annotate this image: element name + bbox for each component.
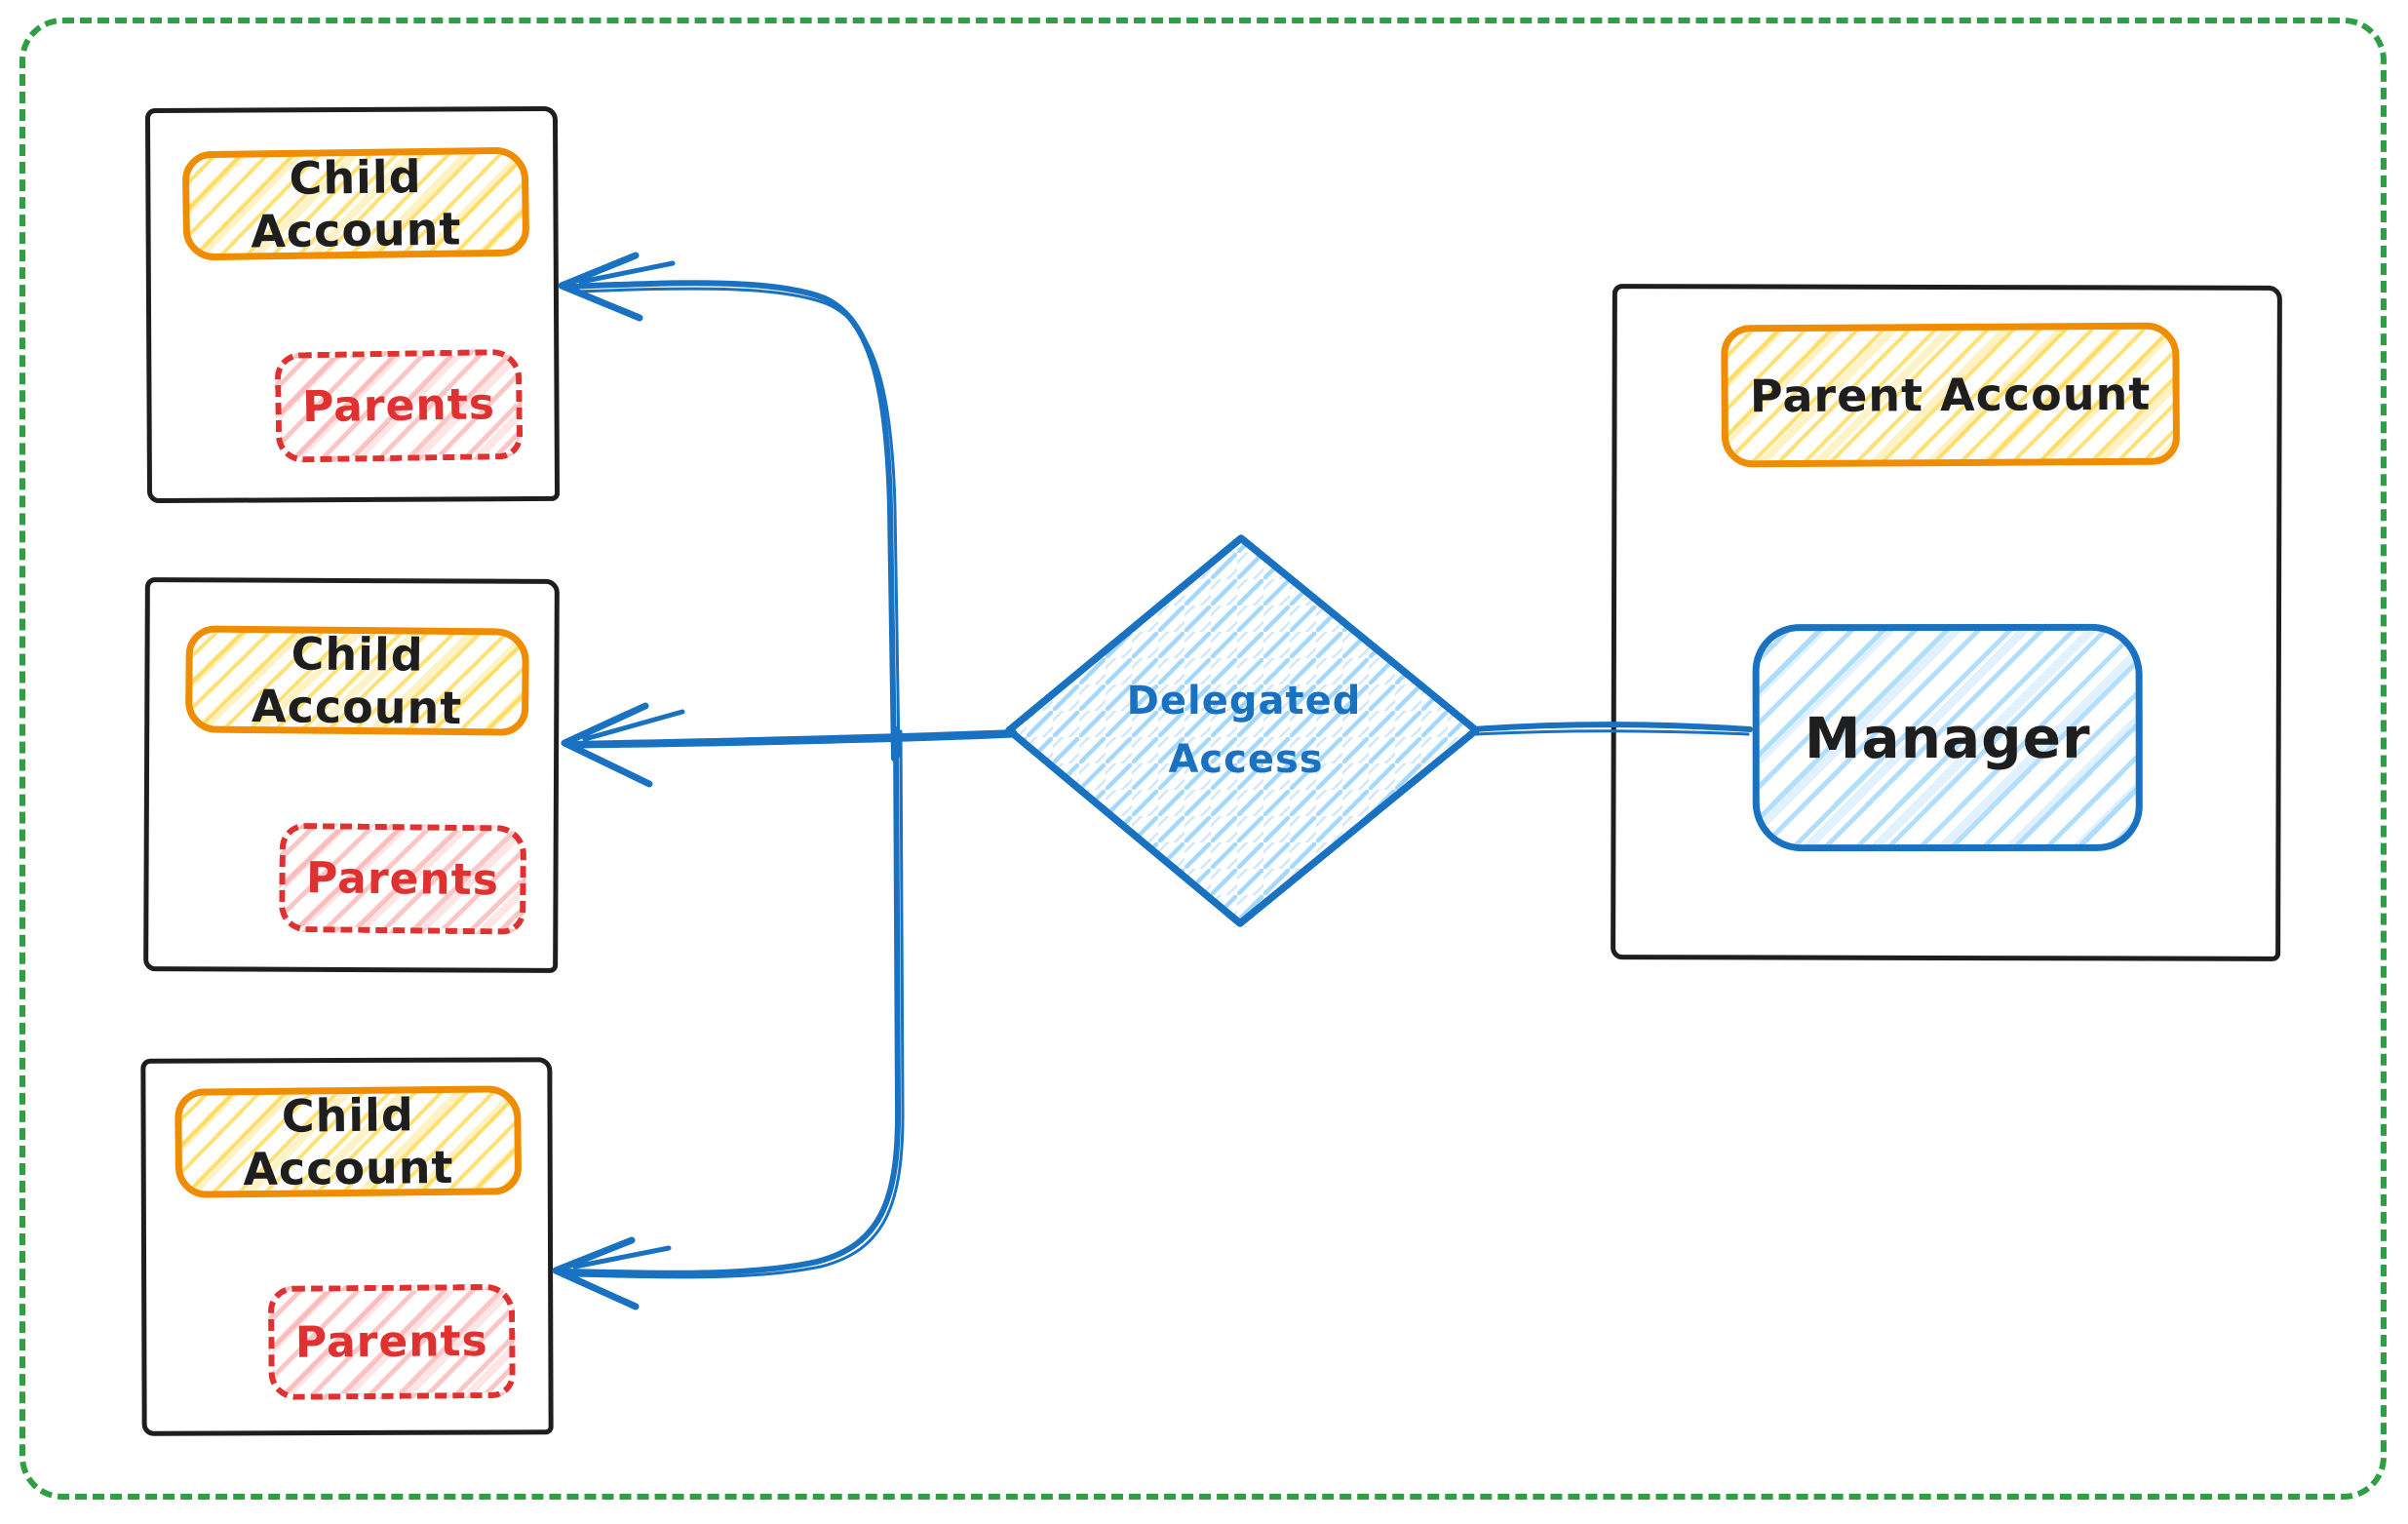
child-account-label: Child Account [243,1088,454,1196]
child-account-pill[interactable]: Child Account [184,625,529,736]
child-account-card-1[interactable]: Child Account Parents [144,105,561,504]
child-account-pill[interactable]: Child Account [175,1085,523,1198]
green-dashed-frame [19,18,2387,1500]
parents-pill[interactable]: Parents [267,1283,516,1400]
parents-label: Parents [305,852,500,905]
manager-node[interactable]: Manager [1752,623,2143,852]
manager-label: Manager [1804,704,2091,771]
parents-pill[interactable]: Parents [274,348,524,463]
child-account-card-2[interactable]: Child Account Parents [143,577,560,973]
child-account-card-3[interactable]: Child Account Parents [140,1057,554,1436]
child-account-label: Child Account [251,627,463,735]
child-account-pill[interactable]: Child Account [181,146,530,261]
parent-account-pill[interactable]: Parent Account [1721,322,2181,468]
parent-account-label: Parent Account [1749,367,2152,423]
parents-label: Parents [301,379,496,433]
child-account-label: Child Account [250,150,462,258]
parent-account-card[interactable]: Parent Account Manager [1611,284,2282,961]
parents-pill[interactable]: Parents [278,822,527,935]
parents-label: Parents [294,1315,488,1368]
